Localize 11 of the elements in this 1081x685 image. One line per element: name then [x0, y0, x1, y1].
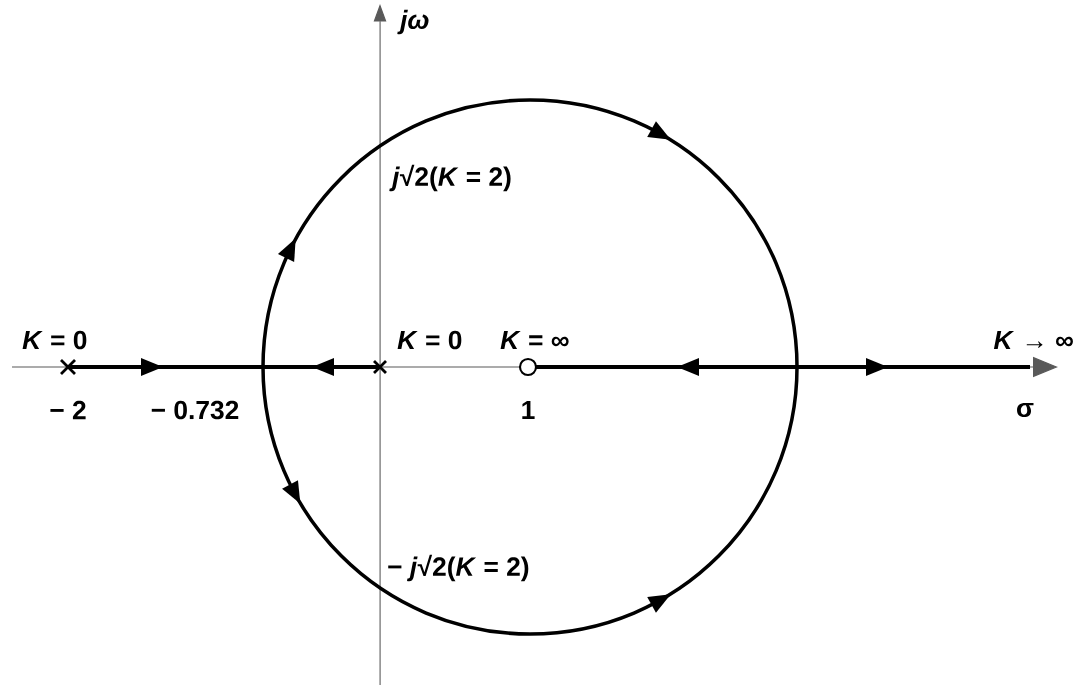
point-label: − j√2(K = 2): [388, 554, 529, 582]
tick-label: − 0.732: [151, 400, 239, 420]
gain-label: K = 0: [22, 330, 87, 350]
axis-label: σ: [1017, 402, 1034, 418]
gain-label: K = ∞: [500, 330, 569, 350]
point-label: j√2(K = 2): [389, 164, 511, 192]
gain-label: K → ∞: [993, 330, 1073, 350]
axis-label: jω: [397, 9, 429, 35]
tick-label: − 2: [50, 400, 86, 420]
gain-label: K = 0: [397, 330, 462, 350]
tick-label: 1: [522, 400, 535, 420]
